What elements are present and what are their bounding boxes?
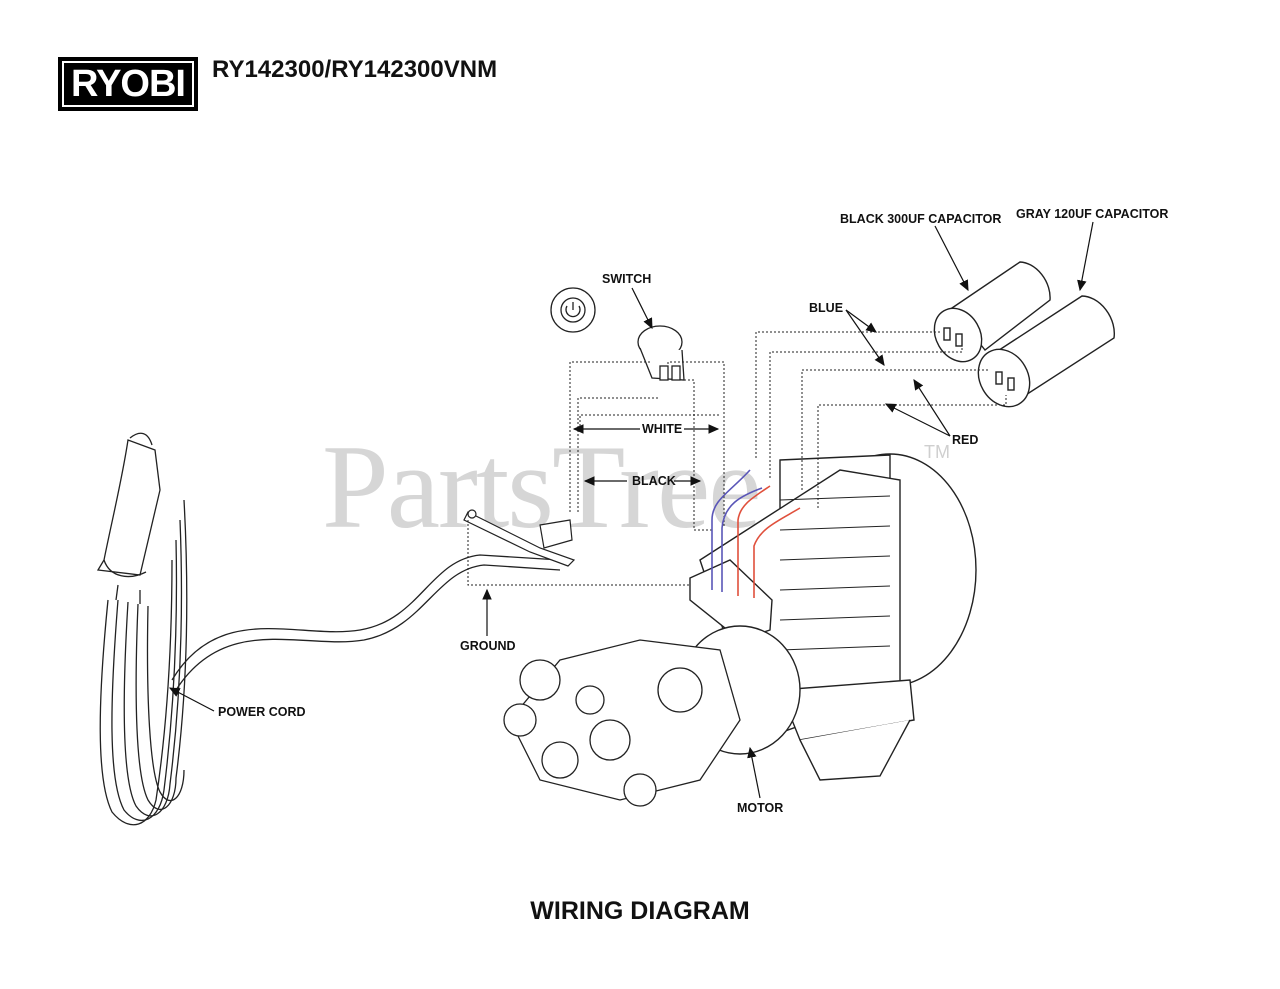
capacitors-drawing [933, 261, 1116, 408]
label-switch: SWITCH [602, 272, 652, 286]
power-cord-drawing [96, 432, 561, 826]
label-black: BLACK [632, 474, 676, 488]
ground-terminal [463, 509, 576, 567]
diagram-caption: WIRING DIAGRAM [530, 897, 750, 925]
model-number: RY142300/RY142300VNM [212, 56, 498, 83]
label-power-cord: POWER CORD [218, 705, 306, 719]
wire-paths [467, 331, 1007, 586]
label-ground: GROUND [460, 639, 516, 653]
label-gray-capacitor: GRAY 120UF CAPACITOR [1016, 207, 1169, 221]
leader-arrows [168, 221, 1094, 799]
colored-wires [711, 469, 801, 598]
label-motor: MOTOR [737, 801, 784, 815]
brand-logo: RYOBI [58, 57, 198, 111]
label-black-capacitor: BLACK 300UF CAPACITOR [840, 212, 1002, 226]
logo-border [62, 61, 194, 107]
brand-logo-text: RYOBI [71, 63, 186, 105]
label-red: RED [952, 433, 979, 447]
label-blue: BLUE [809, 301, 844, 315]
label-white: WHITE [642, 422, 683, 436]
watermark-tm: TM [924, 442, 950, 462]
pump-drawing [503, 639, 741, 807]
switch-drawing [550, 287, 685, 381]
